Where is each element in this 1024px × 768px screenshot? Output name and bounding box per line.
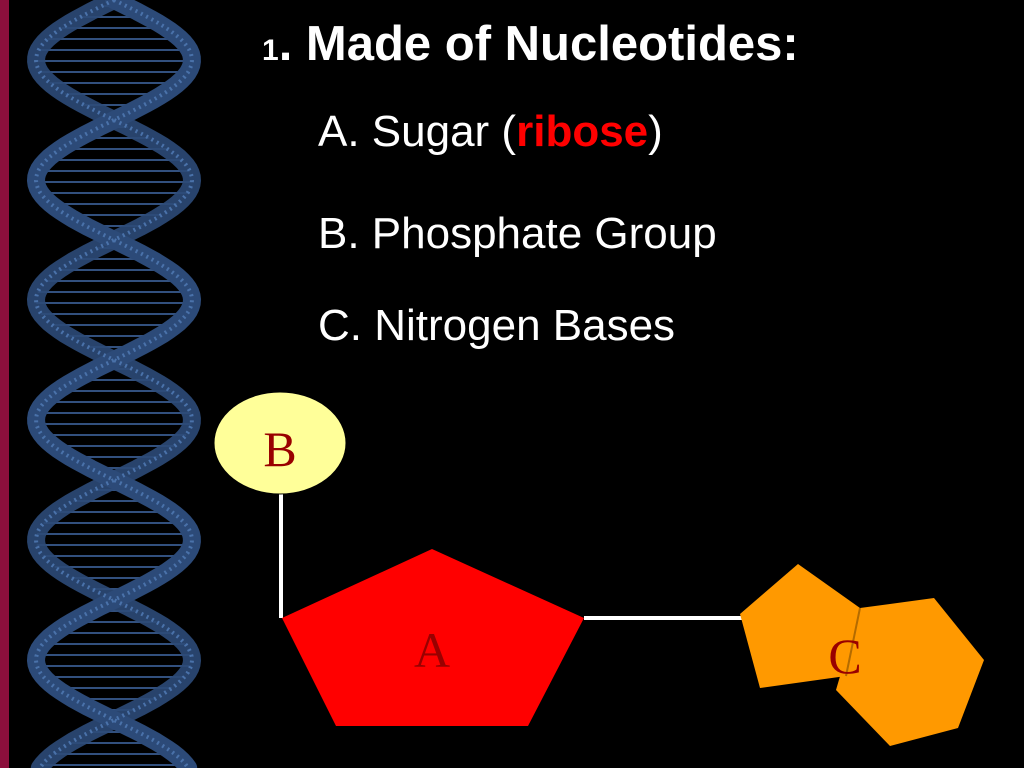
base-ring-shared-edge (845, 607, 861, 677)
list-item-sugar-prefix: A. Sugar ( (318, 107, 517, 156)
title-text: . Made of Nucleotides: (278, 17, 799, 71)
base-hexagon-ring (836, 598, 984, 746)
base-label: C (828, 628, 861, 684)
list-item-sugar-suffix: ) (648, 107, 663, 156)
list-item-phosphate: B. Phosphate Group (318, 209, 717, 258)
ribose-sugar-pentagon (282, 549, 584, 726)
list-item-nitrogen-bases: C. Nitrogen Bases (318, 301, 676, 350)
phosphate-label: B (263, 421, 296, 477)
slide-title: 1. Made of Nucleotides: (262, 14, 799, 81)
phosphate-group-shape (213, 391, 347, 495)
sugar-label: A (414, 622, 450, 678)
left-accent-bar (0, 0, 9, 768)
dna-helix-icon (26, 0, 202, 768)
list-item-sugar: A. Sugar (ribose) (318, 106, 663, 158)
title-number: 1 (262, 34, 279, 67)
base-pentagon-ring (740, 564, 860, 688)
ribose-highlight: ribose (516, 107, 649, 156)
